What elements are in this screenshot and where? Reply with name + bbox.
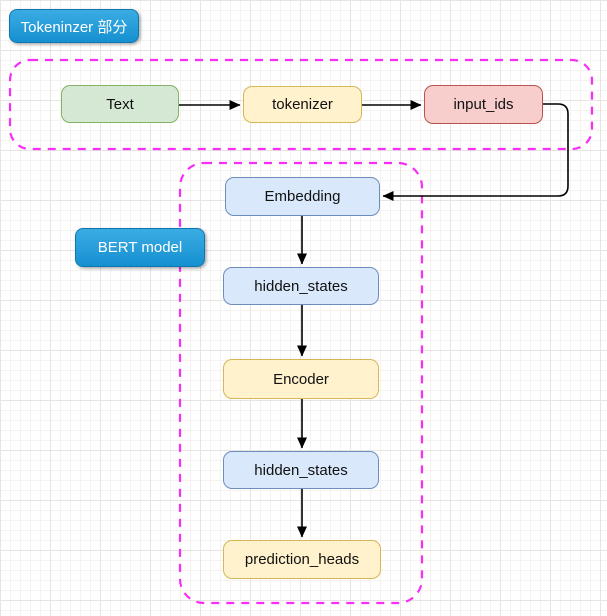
node-hidden-states-1-label: hidden_states bbox=[254, 277, 348, 295]
bert-model-chip: BERT model bbox=[75, 228, 205, 267]
tokenizer-section-chip: Tokeninzer 部分 bbox=[9, 9, 139, 43]
node-hidden-states-1: hidden_states bbox=[223, 267, 379, 305]
node-embedding: Embedding bbox=[225, 177, 380, 216]
node-text: Text bbox=[61, 85, 179, 123]
node-hidden-states-2-label: hidden_states bbox=[254, 461, 348, 479]
node-encoder: Encoder bbox=[223, 359, 379, 399]
tokenizer-section-label: Tokeninzer 部分 bbox=[20, 18, 128, 36]
node-embedding-label: Embedding bbox=[264, 188, 341, 205]
node-prediction-heads-label: prediction_heads bbox=[244, 551, 360, 568]
node-prediction-heads: prediction_heads bbox=[223, 540, 381, 579]
node-hidden-states-2: hidden_states bbox=[223, 451, 379, 489]
node-text-label: Text bbox=[106, 95, 134, 113]
bert-model-label: BERT model bbox=[97, 239, 183, 256]
node-tokenizer: tokenizer bbox=[243, 86, 362, 123]
node-encoder-label: Encoder bbox=[273, 370, 329, 388]
node-input-ids: input_ids bbox=[424, 85, 543, 124]
node-tokenizer-label: tokenizer bbox=[272, 96, 333, 113]
node-input-ids-label: input_ids bbox=[453, 96, 514, 113]
